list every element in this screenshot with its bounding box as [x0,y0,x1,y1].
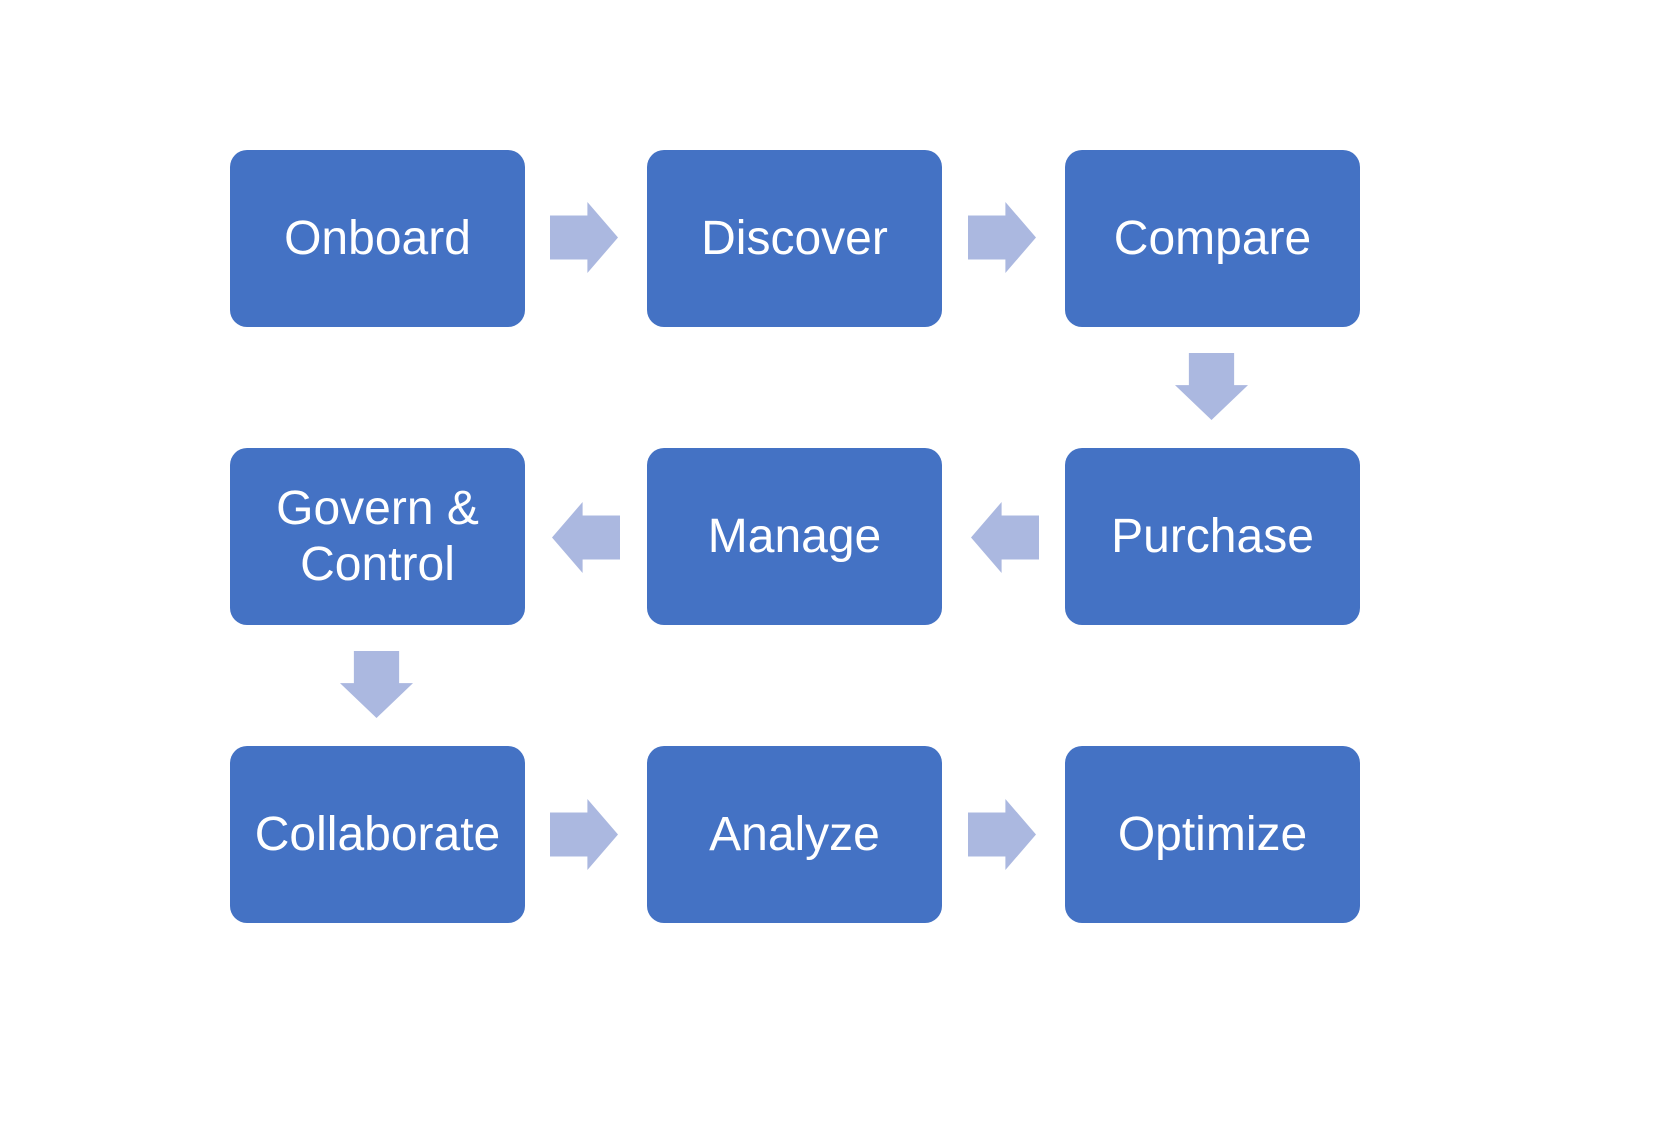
flow-node-label: Manage [707,509,882,563]
arrow-left-icon [971,502,1039,573]
arrow-left-icon [552,502,620,573]
flow-node-label: Onboard [284,211,471,265]
flow-node-optimize: Optimize [1065,746,1360,923]
flow-node-label: Collaborate [254,807,501,861]
arrow-down-icon [340,651,413,718]
flow-node-collaborate: Collaborate [230,746,525,923]
flow-node-discover: Discover [647,150,942,327]
flow-node-label: Compare [1113,211,1312,265]
flow-node-label: Optimize [1117,807,1308,861]
flow-node-purchase: Purchase [1065,448,1360,625]
flow-node-onboard: Onboard [230,150,525,327]
arrow-right-icon [550,202,618,273]
flow-node-compare: Compare [1065,150,1360,327]
flow-node-manage: Manage [647,448,942,625]
arrow-right-icon [550,799,618,870]
flow-node-label: Govern & Control [276,482,479,591]
flow-node-govern-control: Govern & Control [230,448,525,625]
flow-node-label: Analyze [709,807,880,861]
flow-node-label: Purchase [1111,509,1314,563]
flow-node-analyze: Analyze [647,746,942,923]
flow-node-label: Discover [701,211,888,265]
arrow-down-icon [1175,353,1248,420]
arrow-right-icon [968,799,1036,870]
arrow-right-icon [968,202,1036,273]
